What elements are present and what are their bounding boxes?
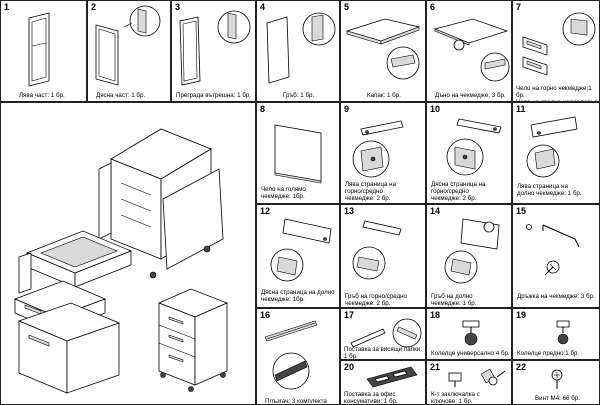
inner-partition-icon xyxy=(179,10,251,86)
part-number: 17 xyxy=(344,310,355,320)
part-caption: Винт М4: 66 бр. xyxy=(535,395,580,402)
part-cell-9: 9 Лява страница на горно/средно чекмедже… xyxy=(340,102,426,204)
part-number: 5 xyxy=(344,2,350,12)
part-cell-6: 6 Дъно на чекмедже: 3 бр. xyxy=(426,0,512,102)
drawer-slide-icon xyxy=(264,320,318,390)
part-number: 9 xyxy=(344,104,350,114)
part-caption: К-т заключалка с ключове: 1 бр. xyxy=(431,391,480,405)
back-panel-icon xyxy=(266,12,336,84)
right-drawer-side-icon xyxy=(446,118,502,176)
part-number: 19 xyxy=(516,310,527,320)
part-cell-17: 17 Поставка за висящи папки: 1 бр. xyxy=(340,308,426,360)
m4-screw-icon xyxy=(551,369,563,389)
part-cell-13: 13 Гръб на горно/средно чекмедже: 2 бр. xyxy=(340,204,426,308)
part-caption: Лява страница на горно/средно чекмедже: … xyxy=(345,181,397,202)
assembled-cabinet-icon xyxy=(13,128,229,394)
part-cell-16: 16 Плъзгач: 3 комплекта xyxy=(256,308,340,405)
part-caption: Гръб на долно чекмедже: 1 бр. xyxy=(431,293,477,307)
upper-drawer-back-icon xyxy=(352,220,402,280)
part-cell-1: 1 Лява част: 1 бр. xyxy=(0,0,87,102)
part-cell-19: 19 Колелце предно:1 бр. xyxy=(512,308,600,360)
part-caption: Дясна част: 1 бр. xyxy=(96,92,146,99)
part-caption: Поставка за висящи папки: 1 бр. xyxy=(344,346,422,360)
part-number: 10 xyxy=(430,104,441,114)
part-number: 11 xyxy=(516,104,526,114)
part-caption: Плъзгач: 3 комплекта xyxy=(265,398,327,405)
left-side-panel-icon xyxy=(28,12,50,87)
part-cell-7: 7 Чело на горно чекмедже:1 бр. Чело на с… xyxy=(512,0,600,102)
part-caption: Дясна страница на долно чекмедже: 1бр. xyxy=(261,289,335,303)
part-number: 6 xyxy=(430,2,436,12)
right-side-panel-icon xyxy=(95,5,161,86)
part-caption: Дясна страница на горно/средно чекмедже:… xyxy=(431,181,486,202)
part-caption: Лява част: 1 бр. xyxy=(19,92,65,99)
part-number: 13 xyxy=(344,206,355,216)
drawer-handle-icon xyxy=(526,224,580,276)
part-caption: Гръб на горно/средно чекмедже: 2 бр. xyxy=(345,293,408,307)
part-number: 18 xyxy=(430,310,441,320)
part-cell-11: 11 Лява страница на долно чекмедже: 1 бр… xyxy=(512,102,600,204)
part-caption: Поставка за офис консумативи: 1 бр. xyxy=(344,391,398,405)
part-number: 12 xyxy=(260,206,271,216)
part-number: 14 xyxy=(430,206,441,216)
assembly-panel xyxy=(0,102,256,405)
lock-with-keys-icon xyxy=(448,368,506,387)
large-drawer-front-icon xyxy=(274,124,322,184)
part-cell-4: 4 Гръб: 1 бр. xyxy=(256,0,340,102)
part-number: 16 xyxy=(260,310,271,320)
part-number: 4 xyxy=(260,2,266,12)
part-cell-10: 10 Дясна страница на горно/средно чекмед… xyxy=(426,102,512,204)
part-caption: Лява страница на долно чекмедже: 1 бр. xyxy=(517,183,582,197)
part-number: 15 xyxy=(516,206,527,216)
part-caption: Колелце универсално:4 бр. xyxy=(431,350,510,357)
part-cell-21: 21 К-т заключалка с ключове: 1 бр. xyxy=(426,360,512,405)
part-cell-2: 2 Дясна част: 1 бр. xyxy=(87,0,171,102)
part-number: 3 xyxy=(175,2,181,12)
part-cell-12: 12 Дясна страница на долно чекмедже: 1бр… xyxy=(256,204,340,308)
hanging-file-rail-icon xyxy=(350,318,422,348)
part-caption: Чело на горно чекмедже:1 бр. Чело на сре… xyxy=(516,85,598,101)
part-caption: Колелце предно:1 бр. xyxy=(517,350,580,357)
part-cell-8: 8 Чело на голямо чекмедже: 1бр. xyxy=(256,102,340,204)
part-cell-5: 5 Капак: 1 бр. xyxy=(340,0,426,102)
part-caption: Преграда вътрешна: 1 бр. xyxy=(176,92,252,99)
part-number: 8 xyxy=(260,104,266,114)
top-cover-icon xyxy=(345,18,421,80)
part-caption: Дръжка на чекмедже: 3 бр. xyxy=(517,293,595,300)
part-number: 7 xyxy=(516,2,522,12)
part-cell-22: 22 Винт М4: 66 бр. xyxy=(512,360,600,405)
stationery-tray-icon xyxy=(366,366,418,388)
part-number: 1 xyxy=(4,2,10,12)
part-cell-3: 3 Преграда вътрешна: 1 бр. xyxy=(171,0,256,102)
part-caption: Чело на голямо чекмедже: 1бр. xyxy=(261,186,306,200)
part-caption: Дъно на чекмедже: 3 бр. xyxy=(435,92,506,99)
left-lower-drawer-side-icon xyxy=(526,116,578,178)
part-cell-20: 20 Поставка за офис консумативи: 1 бр. xyxy=(340,360,426,405)
part-number: 21 xyxy=(430,362,441,372)
part-caption: Капак: 1 бр. xyxy=(367,92,401,99)
part-number: 20 xyxy=(344,362,355,372)
right-lower-drawer-side-icon xyxy=(270,218,332,282)
drawer-fronts-icon xyxy=(522,12,596,76)
drawer-bottom-icon xyxy=(433,18,510,82)
part-cell-15: 15 Дръжка на чекмедже: 3 бр. xyxy=(512,204,600,308)
part-number: 2 xyxy=(91,2,97,12)
part-cell-18: 18 Колелце универсално:4 бр. xyxy=(426,308,512,360)
left-drawer-side-icon xyxy=(352,120,404,178)
caster-wheel-icon xyxy=(462,320,480,346)
front-wheel-icon xyxy=(556,320,570,345)
part-number: 22 xyxy=(516,362,527,372)
part-caption: Гръб: 1 бр. xyxy=(283,92,315,99)
lower-drawer-back-icon xyxy=(444,218,500,284)
part-cell-14: 14 Гръб на долно чекмедже: 1 бр. xyxy=(426,204,512,308)
